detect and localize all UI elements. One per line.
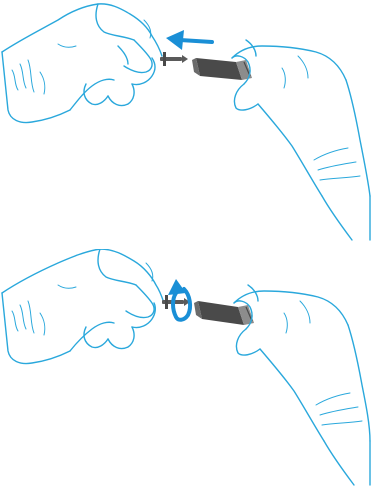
cap (192, 58, 252, 80)
left-hand (2, 4, 162, 123)
rotate-arrow-icon (168, 279, 190, 320)
step-pull-drawing (0, 0, 371, 249)
right-hand (232, 40, 370, 240)
pin-grip (163, 52, 166, 66)
pin-tip (182, 55, 188, 63)
cap (194, 301, 254, 325)
left-hand (2, 249, 164, 364)
step-twist-drawing (0, 249, 371, 498)
pin (160, 52, 188, 66)
right-hand (234, 285, 370, 485)
step-pull-panel (0, 0, 371, 249)
step-twist-panel (0, 249, 371, 498)
cap-body (196, 58, 242, 80)
left-arrow-icon (166, 30, 212, 50)
cap-body (198, 301, 244, 325)
pin-grip (165, 295, 168, 309)
